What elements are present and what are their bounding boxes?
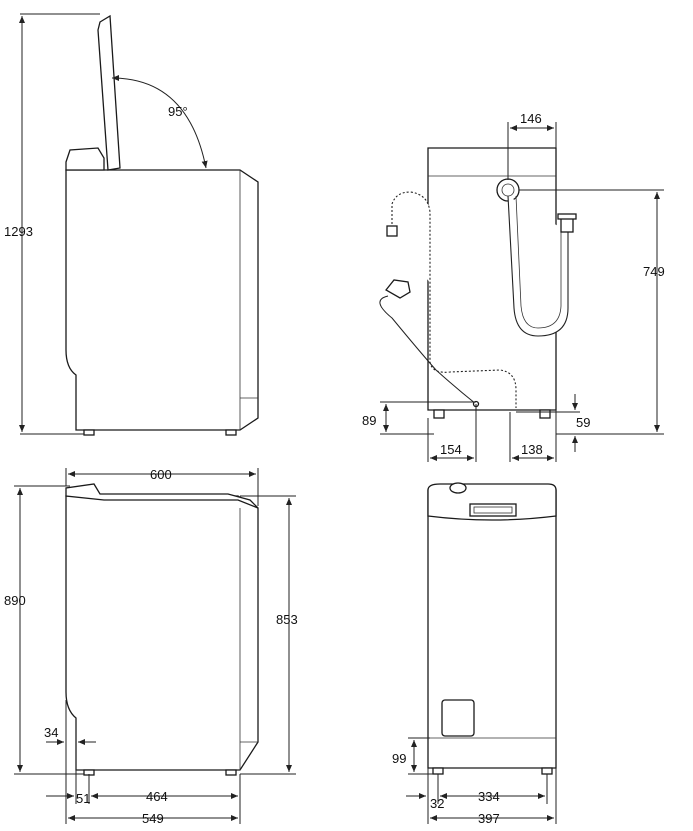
dim-label-foot-span-side: 464 (146, 789, 168, 804)
dim-label-plinth-height: 99 (392, 751, 406, 766)
service-hatch (441, 699, 475, 737)
control-panel (469, 503, 517, 517)
open-lid (97, 14, 121, 171)
machine-body-side (65, 169, 259, 431)
dim-label-depth-top: 600 (150, 467, 172, 482)
inlet-hose-loop (507, 195, 569, 337)
dim-label-height-total: 890 (4, 593, 26, 608)
dim-label-hose-height: 749 (643, 264, 665, 279)
lid-angle-arc (111, 75, 208, 169)
dim-label-lid-angle: 95° (168, 104, 188, 119)
dim-label-foot-span-front: 334 (478, 789, 500, 804)
dim-label-drain-height: 89 (362, 413, 376, 428)
dim-label-inlet-foot-height: 59 (576, 415, 590, 430)
dim-label-height-body: 853 (276, 612, 298, 627)
dim-label-inlet-offset: 138 (521, 442, 543, 457)
front-view: 99 32 334 397 (392, 482, 557, 826)
drain-hose (391, 191, 517, 408)
dim-label-lid-open-height: 1293 (4, 224, 33, 239)
side-view-lid-closed: 600 890 853 34 51 464 549 (4, 467, 298, 826)
dim-label-depth-body: 549 (142, 811, 164, 826)
machine-body-side-closed (65, 495, 259, 771)
dim-label-front-offset: 34 (44, 725, 58, 740)
dim-label-drain-offset: 154 (440, 442, 462, 457)
dim-label-hose-spacing: 146 (520, 111, 542, 126)
dim-label-foot-front: 51 (76, 791, 90, 806)
rear-view-hoses: 146 749 89 59 154 138 (362, 111, 665, 462)
dim-label-foot-side: 32 (430, 796, 444, 811)
side-view-lid-open: 1293 95° (4, 13, 259, 436)
power-plug (385, 279, 411, 299)
dim-label-width: 397 (478, 811, 500, 826)
